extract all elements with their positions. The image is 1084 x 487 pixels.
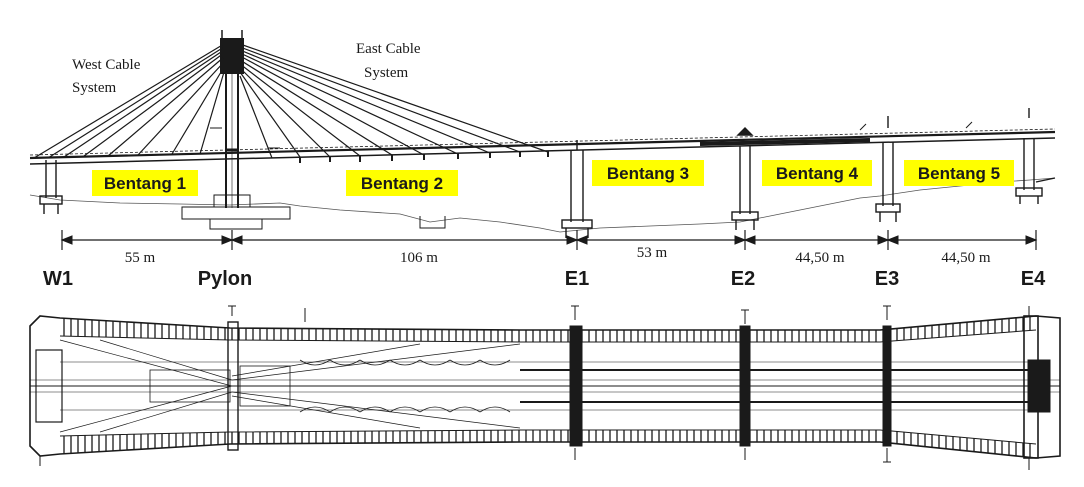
span-labels: Bentang 1 Bentang 2 Bentang 3 Bentang 4 … [104,164,1000,193]
dimension-value-3: 53 m [637,245,668,261]
pier-w1 [39,160,63,214]
plan-cable-lines [59,339,521,433]
plan-edge-ticks [63,316,1031,458]
support-label-e1: E1 [565,268,589,290]
span-highlights [92,160,1014,196]
support-label-e3: E3 [875,268,899,290]
support-label-e2: E2 [731,268,755,290]
span-highlight-4 [762,160,872,186]
dimension-values: 55 m 106 m 53 m 44,50 m 44,50 m [125,245,991,266]
support-label-pylon: Pylon [198,268,252,290]
east-cable-label-line2: System [364,65,409,81]
west-cable-label-line2: System [72,80,117,96]
pylon-footing [209,218,263,230]
deck-top [29,130,1056,160]
dimension-value-5: 44,50 m [941,250,991,266]
dimension-value-4: 44,50 m [795,250,845,266]
plan-outline [29,315,1061,459]
east-cable-label-line1: East Cable [356,41,421,57]
deck-anchors [299,151,549,163]
pier-e2 [731,127,759,230]
dimension-value-2: 106 m [400,250,438,266]
west-cable-label-line1: West Cable [72,57,141,73]
plan-panels [149,359,511,413]
deck-bottom [29,137,1056,165]
span-label-3: Bentang 3 [607,164,689,183]
deck-details [210,121,973,149]
span-label-1: Bentang 1 [104,174,186,193]
ground-profile [29,177,1056,233]
dimension-line [60,230,1038,250]
west-cable-system [33,43,225,159]
pylon-foundation [181,206,291,220]
plan-pier-markers [39,305,1030,470]
pier-e3 [875,116,901,222]
support-labels: W1 Pylon E1 E2 E3 E4 [43,268,1046,290]
support-label-e4: E4 [1021,268,1046,290]
span-highlight-2 [346,170,458,196]
east-cable-system [239,43,549,159]
span-label-4: Bentang 4 [776,164,859,183]
span-highlight-3 [592,160,704,186]
span-label-2: Bentang 2 [361,174,443,193]
plan-view [29,305,1061,470]
riverbed-notch [419,216,446,229]
span-label-5: Bentang 5 [918,164,1000,183]
pier-e1 [561,140,593,238]
dimension-value-1: 55 m [125,250,156,266]
support-label-w1: W1 [43,268,73,290]
pier-e4 [1015,108,1056,204]
deck-heavy-section [699,138,871,146]
span-highlight-1 [92,170,198,196]
plan-pier-crossings [35,315,1051,459]
elevation-view [29,30,1056,238]
cable-labels: West Cable System East Cable System [72,41,421,96]
span-highlight-5 [904,160,1014,186]
